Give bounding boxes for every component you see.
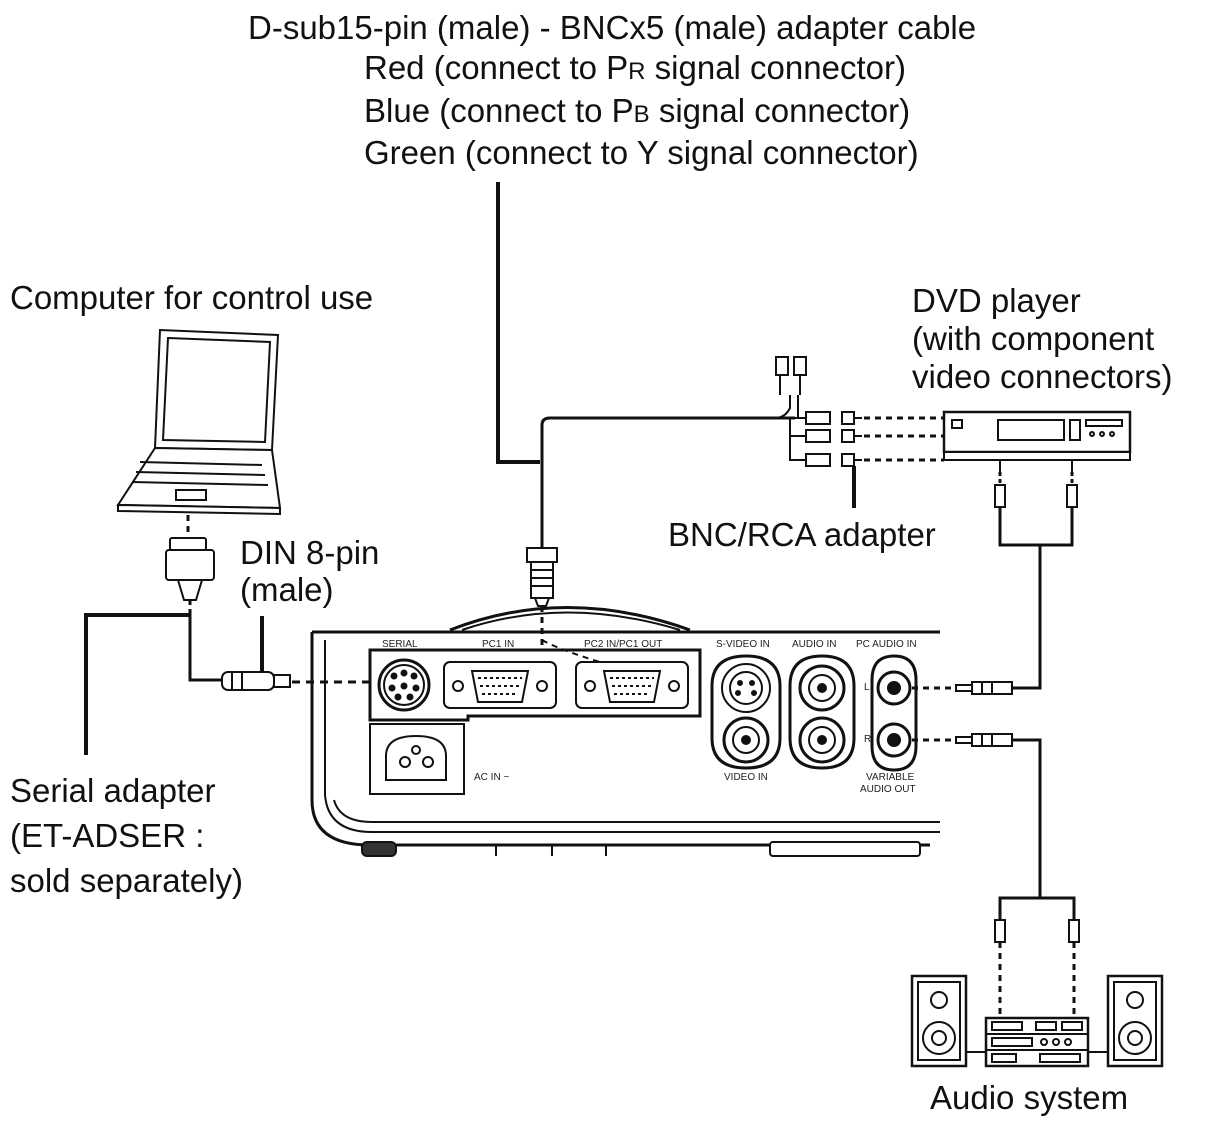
cable-red: Red (connect to PR signal connector) (248, 48, 976, 92)
cable-blue-post: signal connector) (649, 92, 911, 129)
audio-system-plugs (994, 919, 1080, 943)
cable-green: Green (connect to Y signal connector) (364, 134, 919, 171)
cable-blue-sub: B (633, 101, 650, 128)
serial-line-2: (ET-ADSER : (10, 817, 205, 854)
serial-adapter-connector (165, 537, 215, 612)
d-sub-plug (526, 547, 558, 607)
serial-cable (188, 612, 222, 682)
bnc-connectors (774, 356, 862, 467)
audio-system-label: Audio system (930, 1079, 1129, 1116)
serial-adapter-leader (84, 613, 190, 755)
cable-title: D-sub15-pin (male) - BNCx5 (male) adapte… (248, 9, 977, 46)
ac-in-port (369, 723, 465, 795)
pc2-in-port (575, 661, 689, 709)
audio-system-cable (998, 738, 1076, 920)
port-label-ac-in: AC IN ~ (474, 772, 509, 783)
audio-in-plug (955, 681, 1013, 695)
dvd-player-icon (942, 410, 1132, 472)
port-label-right: R (864, 734, 871, 745)
stereo-unit-icon (984, 1016, 1090, 1068)
dvd-audio-cable (998, 507, 1074, 690)
port-label-s-video-in: S-VIDEO IN (716, 639, 770, 650)
cable-red-sub: R (628, 58, 646, 85)
computer-label: Computer for control use (10, 279, 374, 316)
dvd-line-3: video connectors) (912, 358, 1173, 395)
dvd-line-1: DVD player (912, 282, 1081, 319)
din-line-1: DIN 8-pin (240, 534, 380, 571)
dvd-label: DVD player (with component video connect… (912, 282, 1172, 396)
serial-adapter-label: Serial adapter (ET-ADSER : sold separate… (10, 768, 243, 903)
cable-red-post: signal connector) (645, 49, 906, 86)
cable-red-pre: Red (connect to P (364, 49, 629, 86)
port-label-serial: SERIAL (382, 639, 418, 650)
din-plug (221, 671, 291, 691)
port-label-pc2-in: PC2 IN/PC1 OUT (584, 639, 662, 650)
audio-in-ports (788, 654, 856, 770)
serial-line-3: sold separately) (10, 862, 243, 899)
port-label-audio-out: AUDIO OUT (860, 784, 916, 795)
pc1-in-port (443, 661, 557, 709)
cable-blue: Blue (connect to PB signal connector) (248, 91, 976, 135)
port-label-pc-audio-in: PC AUDIO IN (856, 639, 917, 650)
speaker-left-icon (910, 974, 968, 1068)
dvd-audio-plugs (994, 484, 1078, 508)
port-label-variable: VARIABLE (866, 772, 914, 783)
projector-body (310, 606, 940, 857)
speaker-right-icon (1106, 974, 1164, 1068)
pc-audio-ports (870, 654, 918, 772)
d-sub-dash-link-2 (541, 639, 601, 663)
port-label-left: L (864, 682, 870, 693)
cable-label: D-sub15-pin (male) - BNCx5 (male) adapte… (248, 8, 976, 173)
serial-port (377, 658, 431, 712)
laptop-icon (116, 328, 282, 516)
port-label-video-in: VIDEO IN (724, 772, 768, 783)
d-sub-cable (540, 416, 795, 548)
s-video-video-ports (710, 654, 782, 770)
port-label-audio-in: AUDIO IN (792, 639, 836, 650)
din-line-2: (male) (240, 571, 334, 608)
cable-blue-pre: Blue (connect to P (364, 92, 634, 129)
port-label-pc1-in: PC1 IN (482, 639, 514, 650)
cable-leader-line (496, 182, 540, 464)
serial-line-1: Serial adapter (10, 772, 216, 809)
din-label: DIN 8-pin (male) (240, 534, 379, 608)
dvd-line-2: (with component (912, 320, 1155, 357)
audio-out-plug (955, 733, 1013, 747)
bnc-rca-label: BNC/RCA adapter (668, 516, 936, 553)
